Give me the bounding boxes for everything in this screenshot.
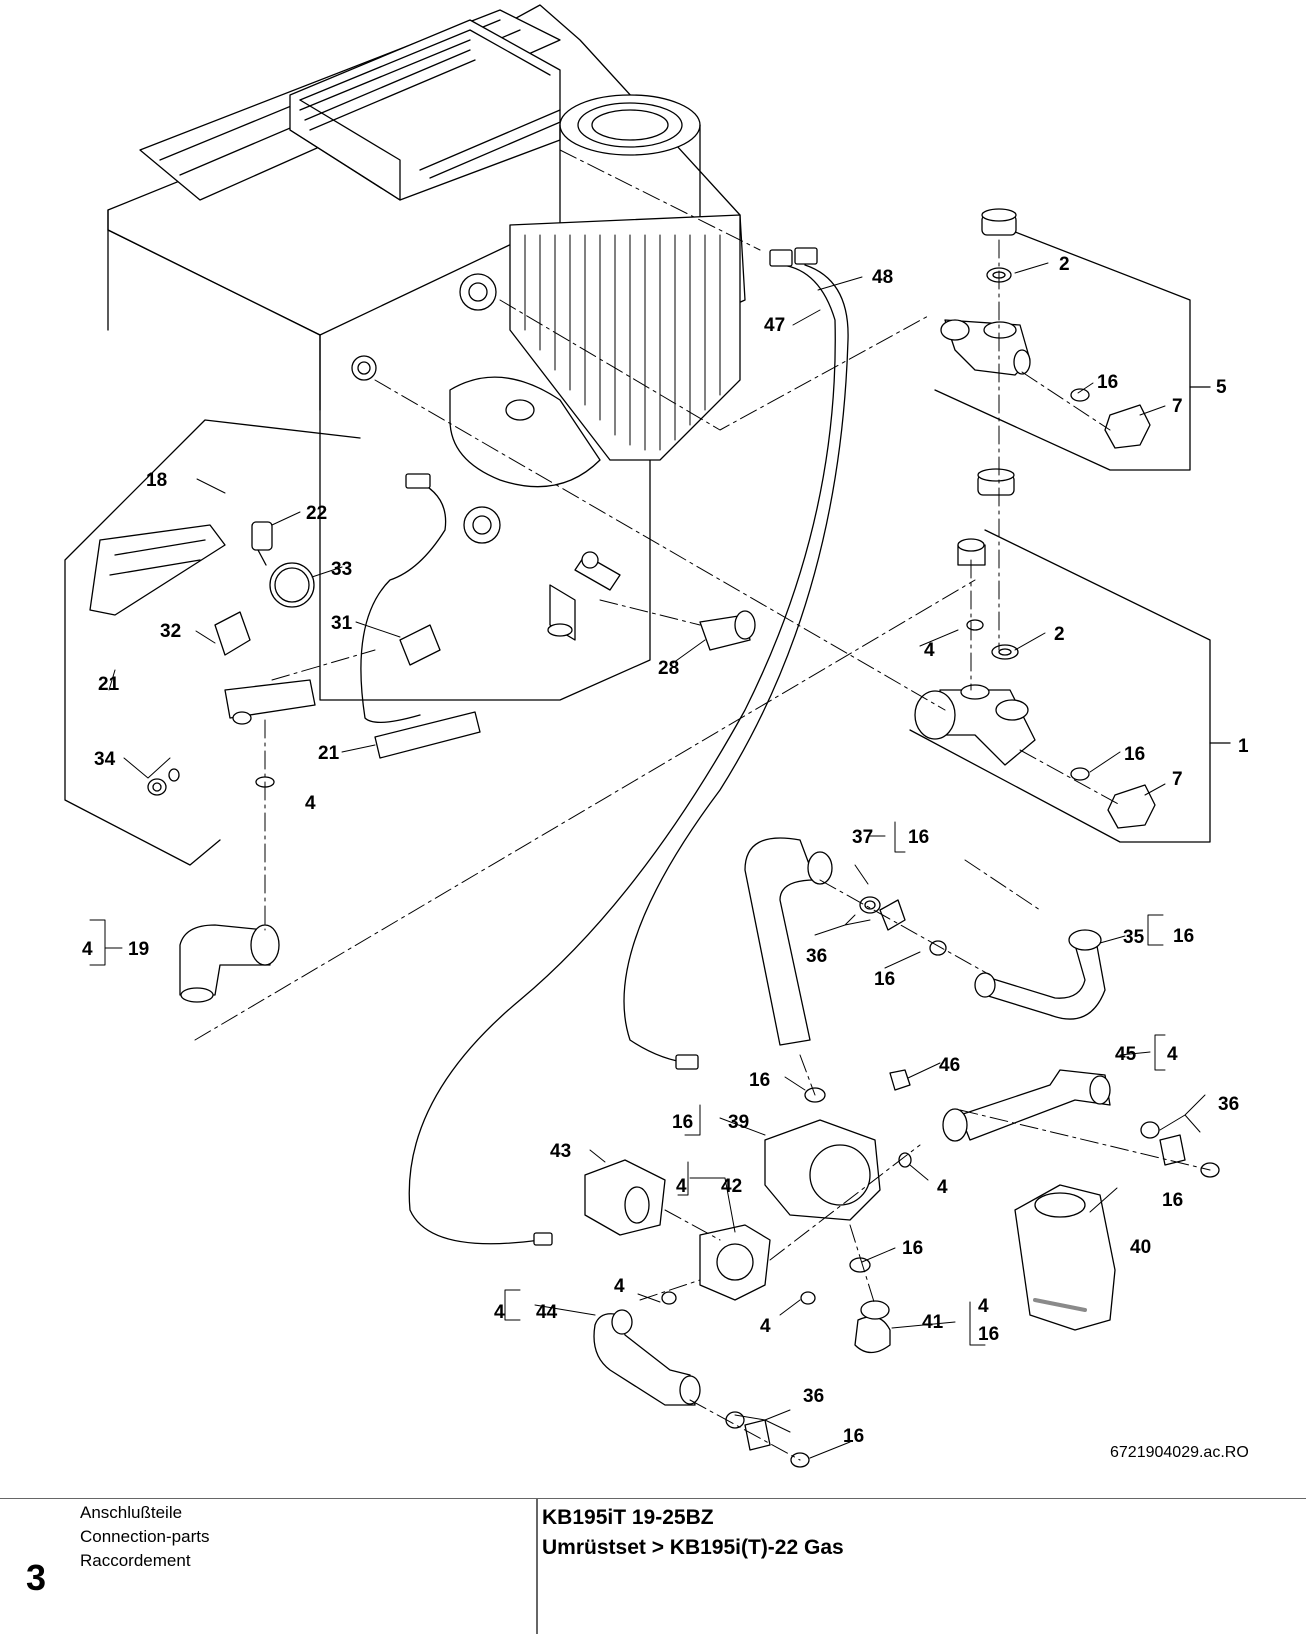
callout-4: 4: [676, 1176, 687, 1197]
callout-16: 16: [1162, 1190, 1183, 1211]
callout-36: 36: [803, 1386, 824, 1407]
callout-37: 37: [852, 827, 873, 848]
leader-lines: [89, 262, 1206, 1459]
section-title-de: Anschlußteile: [80, 1503, 183, 1522]
section-title-en: Connection-parts: [80, 1527, 210, 1546]
part-28: [699, 610, 756, 651]
callout-48: 48: [872, 267, 893, 288]
callout-43: 43: [550, 1141, 571, 1162]
callout-4: 4: [924, 640, 935, 661]
callout-44: 44: [536, 1302, 558, 1323]
part-36-lower: [725, 1411, 810, 1468]
document-id: 6721904029.ac.RO: [1110, 1444, 1249, 1461]
boiler-body: [107, 4, 746, 701]
callout-16: 16: [1173, 926, 1194, 947]
part-37: [744, 837, 833, 1046]
divider: [536, 1499, 538, 1634]
part-39-pump: [764, 1087, 912, 1273]
callout-1: 1: [1238, 736, 1249, 757]
callout-21: 21: [318, 743, 340, 764]
callout-21: 21: [98, 674, 120, 695]
callout-16: 16: [843, 1426, 864, 1447]
callout-16: 16: [1124, 744, 1145, 765]
model-line-2: Umrüstset > KB195i(T)-22 Gas: [542, 1536, 844, 1559]
callout-4: 4: [614, 1276, 625, 1297]
callout-16: 16: [874, 969, 895, 990]
cables: [360, 247, 849, 1246]
callout-16: 16: [672, 1112, 693, 1133]
callout-5: 5: [1216, 377, 1227, 398]
callouts: 2 5 16 7 48 47 18 22 33 31 32 21 21 34 4…: [82, 254, 1249, 1447]
callout-7: 7: [1172, 396, 1183, 417]
callout-31: 31: [331, 613, 353, 634]
callout-19: 19: [128, 939, 149, 960]
callout-4: 4: [494, 1302, 505, 1323]
callout-7: 7: [1172, 769, 1183, 790]
callout-41: 41: [922, 1312, 944, 1333]
callout-34: 34: [94, 749, 116, 770]
callout-4: 4: [978, 1296, 989, 1317]
callout-28: 28: [658, 658, 679, 679]
part-group-18: [64, 419, 481, 866]
callout-36: 36: [806, 946, 827, 967]
part-19: [179, 924, 280, 1003]
part-41-elbow: [854, 1300, 891, 1354]
callout-46: 46: [939, 1055, 960, 1076]
o-rings: [661, 1291, 816, 1305]
callout-40: 40: [1130, 1237, 1151, 1258]
callout-39: 39: [728, 1112, 749, 1133]
callout-4: 4: [760, 1316, 771, 1337]
callout-4: 4: [937, 1177, 948, 1198]
callout-4: 4: [305, 793, 316, 814]
part-35: [974, 929, 1106, 1020]
assembly-axes: [194, 149, 1211, 1461]
callout-16: 16: [1097, 372, 1118, 393]
section-titles: Anschlußteile Connection-parts Raccordem…: [80, 1501, 209, 1573]
callout-22: 22: [306, 503, 327, 524]
callout-18: 18: [146, 470, 167, 491]
callout-33: 33: [331, 559, 352, 580]
part-group-1: [909, 468, 1231, 843]
callout-4: 4: [1167, 1044, 1178, 1065]
part-group-5: [934, 208, 1211, 471]
part-36-upper: [859, 896, 947, 956]
part-36-right: [1140, 1121, 1220, 1178]
section-title-fr: Raccordement: [80, 1551, 191, 1570]
model-line-1: KB195iT 19-25BZ: [542, 1506, 714, 1529]
callout-45: 45: [1115, 1044, 1137, 1065]
callout-16: 16: [902, 1238, 923, 1259]
callout-16: 16: [749, 1070, 770, 1091]
title-block: 3 Anschlußteile Connection-parts Raccord…: [0, 1498, 1306, 1634]
part-40-insulation: [1014, 1184, 1116, 1331]
callout-42: 42: [721, 1176, 742, 1197]
callout-36: 36: [1218, 1094, 1239, 1115]
callout-47: 47: [764, 315, 785, 336]
callout-2: 2: [1054, 624, 1065, 645]
callout-32: 32: [160, 621, 181, 642]
part-45: [889, 1069, 1111, 1142]
callout-4: 4: [82, 939, 93, 960]
exploded-parts-diagram: 2 5 16 7 48 47 18 22 33 31 32 21 21 34 4…: [64, 4, 1249, 1468]
callout-2: 2: [1059, 254, 1070, 275]
part-44-pipe: [593, 1309, 701, 1406]
model-title: KB195iT 19-25BZ Umrüstset > KB195i(T)-22…: [542, 1503, 844, 1563]
callout-16: 16: [978, 1324, 999, 1345]
callout-35: 35: [1123, 927, 1145, 948]
section-number: 3: [26, 1557, 47, 1598]
part-43-actuator: [584, 1159, 666, 1236]
part-42-valve: [699, 1224, 771, 1301]
callout-16: 16: [908, 827, 929, 848]
